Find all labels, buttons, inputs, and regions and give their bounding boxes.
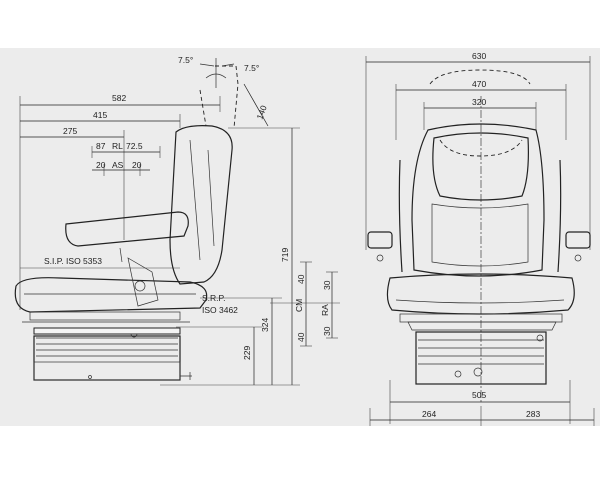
- cm-label: CM: [294, 299, 304, 312]
- dim-275-label: 275: [63, 126, 77, 136]
- cm-down-label: 40: [296, 332, 306, 342]
- srp-label-line1: S.R.P.: [202, 293, 225, 303]
- side-view: 7.5° 7.5° 582 415 275 87 RL 72.5 20: [14, 55, 340, 386]
- dim-72-5-label: 72.5: [126, 141, 143, 151]
- angle-right-label: 7.5°: [244, 63, 259, 73]
- base-dimensions: 505 264 283: [369, 380, 595, 426]
- front-view: 630 470 320: [365, 51, 595, 426]
- dim-415-label: 415: [93, 110, 107, 120]
- adjustment-ranges: 40 CM 40 30 RA 30: [270, 261, 340, 347]
- sip-label: S.I.P. ISO 5353: [44, 256, 102, 266]
- backrest-dimension: 140: [243, 83, 269, 127]
- dim-20-left-label: 20: [96, 160, 106, 170]
- as-label: AS: [112, 160, 124, 170]
- dim-140-label: 140: [254, 104, 268, 121]
- dim-20-right-label: 20: [132, 160, 142, 170]
- angle-left-label: 7.5°: [178, 55, 193, 65]
- dim-719-label: 719: [280, 248, 290, 262]
- dim-505-label: 505: [472, 390, 486, 400]
- dim-320-label: 320: [472, 97, 486, 107]
- dim-470-label: 470: [472, 79, 486, 89]
- drawing-background: [0, 48, 600, 426]
- srp-label-line2: ISO 3462: [202, 305, 238, 315]
- dim-582-label: 582: [112, 93, 126, 103]
- dim-324-label: 324: [260, 318, 270, 332]
- seat-side-outline: [14, 65, 239, 381]
- width-dimensions: 630 470 320: [365, 51, 591, 250]
- ra-down-label: 30: [322, 326, 332, 336]
- dim-87-label: 87: [96, 141, 106, 151]
- dim-229-label: 229: [242, 346, 252, 360]
- ra-label: RA: [320, 304, 330, 316]
- cm-up-label: 40: [296, 274, 306, 284]
- dim-630-label: 630: [472, 51, 486, 61]
- ra-up-label: 30: [322, 280, 332, 290]
- height-dimensions: 719 324 229: [160, 127, 300, 386]
- rl-label: RL: [112, 141, 123, 151]
- dim-264-label: 264: [422, 409, 436, 419]
- dim-283-label: 283: [526, 409, 540, 419]
- depth-dimensions: 582 415 275 87 RL 72.5 20 AS 20: [19, 93, 221, 310]
